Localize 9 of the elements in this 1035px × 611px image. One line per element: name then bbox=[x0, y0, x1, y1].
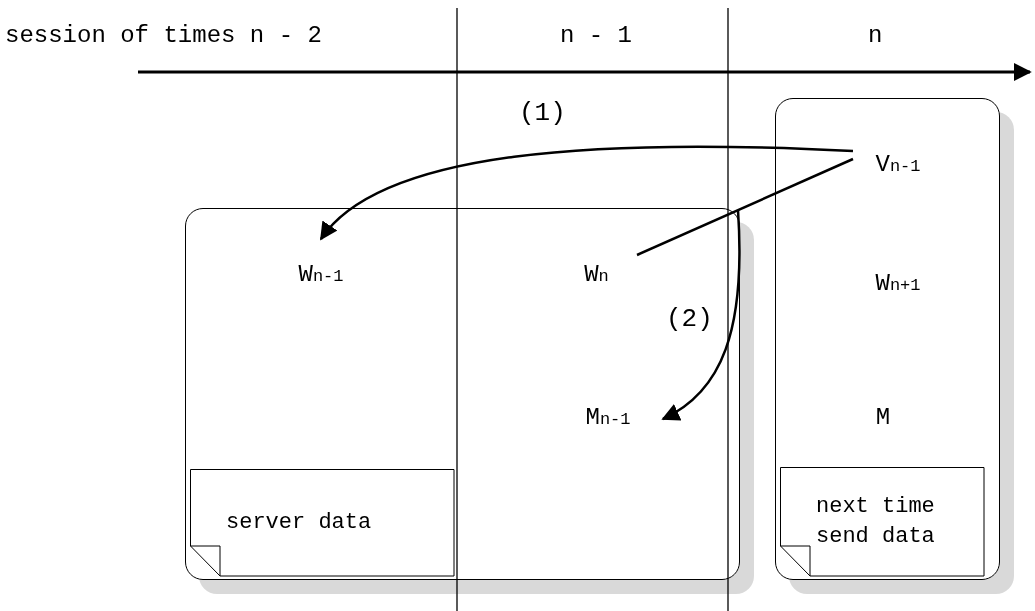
curved-arrow bbox=[661, 209, 741, 421]
variable-label: M bbox=[853, 397, 913, 437]
note-card: next time send data bbox=[780, 467, 985, 577]
connector-line bbox=[636, 157, 854, 257]
axis-label: n - 1 bbox=[560, 22, 632, 49]
note-card: server data bbox=[190, 469, 455, 577]
axis-label: session of times n - 2 bbox=[5, 22, 322, 49]
axis-label: n bbox=[868, 22, 883, 49]
curved-arrow bbox=[319, 145, 854, 241]
